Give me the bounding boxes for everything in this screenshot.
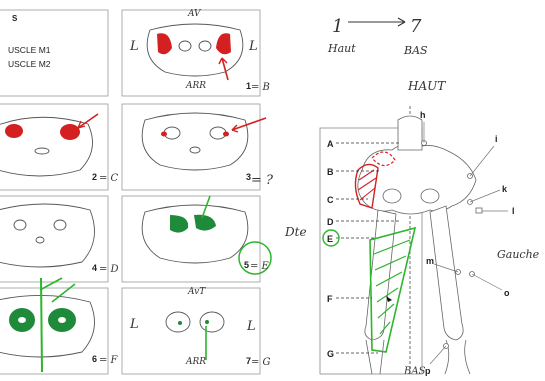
legend-panel: S USCLE M1 USCLE M2 bbox=[0, 9, 109, 97]
legend-m2: USCLE M2 bbox=[8, 59, 51, 69]
panel-2-equals: = C bbox=[99, 173, 119, 184]
panel-4-equals: = D bbox=[99, 264, 119, 275]
legend-m1: USCLE M1 bbox=[8, 45, 51, 55]
panel-3-arrow bbox=[231, 117, 267, 131]
femur-right bbox=[364, 209, 397, 341]
panel-1-muscle-right bbox=[216, 33, 231, 55]
panel-7-bottom: ARR bbox=[185, 357, 206, 367]
level-a: A bbox=[327, 139, 334, 149]
panel-6-equals: = F bbox=[99, 355, 119, 366]
red-dashed-outline bbox=[371, 151, 396, 167]
panel-1-number: 1 bbox=[246, 81, 251, 91]
level-lines bbox=[336, 142, 400, 354]
note-bas-bottom: BAS bbox=[403, 366, 426, 377]
landmarks: h i k l m o p bbox=[420, 110, 515, 376]
panel-6: 6 = F bbox=[0, 277, 119, 375]
panel-5-circle bbox=[238, 241, 272, 275]
panel-7-number: 7 bbox=[246, 356, 251, 366]
green-muscle-hatched bbox=[369, 226, 417, 353]
landmark-k: k bbox=[502, 184, 508, 194]
note-to: 7 bbox=[410, 16, 422, 37]
muscle-red-left bbox=[5, 124, 23, 138]
note-gauche: Gauche bbox=[497, 248, 540, 261]
green-vertical-line bbox=[40, 277, 43, 373]
sacrum-spine bbox=[397, 115, 423, 151]
panel-1-bottom: ARR bbox=[185, 81, 206, 91]
red-muscle-hatched bbox=[354, 163, 379, 209]
femur-left bbox=[429, 205, 464, 341]
panel-7-top: AvT bbox=[187, 287, 206, 297]
legend-s: S bbox=[12, 14, 18, 23]
panel-3-equals: = ? bbox=[251, 173, 274, 188]
landmark-o: o bbox=[504, 288, 510, 298]
landmark-l: l bbox=[512, 206, 515, 216]
level-e: E bbox=[327, 234, 333, 244]
landmark-i: i bbox=[495, 134, 498, 144]
level-g: G bbox=[327, 349, 334, 359]
landmark-p: p bbox=[425, 366, 431, 376]
landmark-h: h bbox=[420, 110, 426, 120]
panel-1-left: L bbox=[129, 39, 139, 54]
panel-1-arrow bbox=[221, 57, 229, 81]
pelvis bbox=[357, 144, 477, 215]
panel-5-muscle-left bbox=[170, 215, 189, 233]
note-haut: Haut bbox=[327, 42, 356, 55]
green-arrows bbox=[39, 277, 76, 303]
panel-5: 5 = E bbox=[121, 195, 272, 283]
panel-6-number: 6 bbox=[92, 354, 97, 364]
panel-7: AvT L L ARR 7 = G bbox=[121, 287, 271, 375]
panel-1: AV L L ARR 1 = B bbox=[121, 9, 270, 97]
panel-2-number: 2 bbox=[92, 172, 97, 182]
panel-1-top: AV bbox=[187, 9, 202, 19]
panel-3-number: 3 bbox=[246, 172, 251, 182]
panel-4: 4 = D bbox=[0, 195, 119, 283]
level-labels: A B C D E F G bbox=[327, 139, 334, 359]
level-e-circle bbox=[322, 229, 340, 247]
panel-5-arrow bbox=[201, 195, 211, 219]
panel-7-right: L bbox=[246, 319, 256, 334]
panel-7-equals: = G bbox=[251, 357, 271, 368]
panel-1-right: L bbox=[248, 39, 258, 54]
panel-1-equals: = B bbox=[251, 82, 270, 93]
note-haut-2: HAUT bbox=[407, 79, 446, 93]
panel-5-number: 5 bbox=[244, 260, 249, 270]
panel-3: 3 = ? bbox=[121, 103, 274, 191]
panel-5-muscle-right bbox=[194, 214, 216, 231]
landmark-m: m bbox=[426, 256, 434, 266]
direction-notes: 1 7 Haut BAS HAUT Dte Gauche BAS bbox=[284, 16, 540, 377]
level-d: D bbox=[327, 217, 334, 227]
skeleton-frame bbox=[319, 127, 423, 375]
level-f: F bbox=[327, 294, 333, 304]
panel-5-equals: = E bbox=[250, 261, 270, 272]
note-droite: Dte bbox=[284, 225, 307, 239]
note-from: 1 bbox=[332, 16, 343, 37]
muscle-red-right bbox=[60, 124, 80, 140]
panel-7-left: L bbox=[129, 317, 139, 332]
cursor-icon bbox=[386, 296, 392, 302]
skeleton-diagram: A B C D E F G h i k l m bbox=[319, 106, 515, 376]
red-arrow bbox=[77, 113, 99, 129]
panel-4-number: 4 bbox=[92, 263, 97, 273]
level-c: C bbox=[327, 195, 334, 205]
panel-2: 2 = C bbox=[0, 103, 119, 191]
note-bas: BAS bbox=[403, 44, 428, 57]
level-b: B bbox=[327, 167, 334, 177]
panel-1-muscle-left bbox=[157, 33, 172, 55]
